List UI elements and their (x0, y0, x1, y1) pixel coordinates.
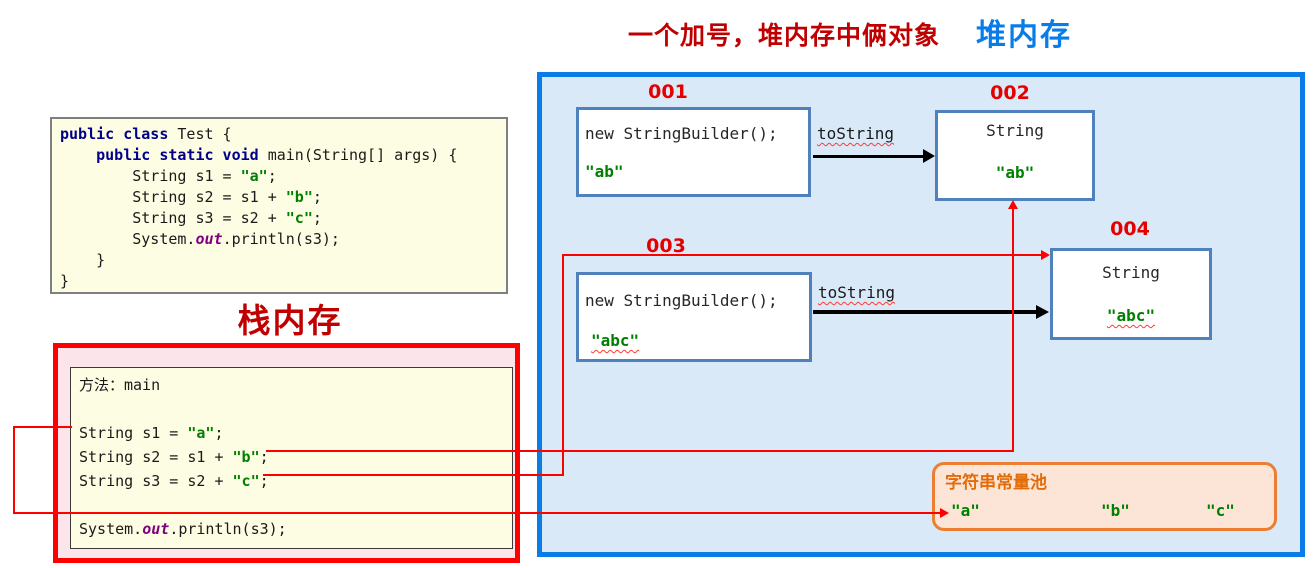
tostring-arrow-2-line (813, 310, 1037, 314)
code-line: String s1 = "a"; (79, 424, 224, 442)
object-002-type: String (986, 121, 1044, 140)
connector-to-pool-line (13, 512, 940, 514)
object-003-label: 003 (646, 235, 686, 257)
object-001-code: new StringBuilder(); (585, 124, 778, 143)
code-line: String s2 = s1 + "b"; (60, 188, 322, 206)
connector-s3-horizontal-low (263, 474, 564, 476)
java-source-code-block: public class Test { public static void m… (50, 117, 508, 294)
tostring-label-1: toString (817, 124, 895, 143)
pool-item-c: "c" (1206, 501, 1235, 520)
connector-s2-arrowhead (1008, 200, 1018, 209)
pool-item-a: "a" (951, 501, 980, 520)
code-line: } (60, 251, 106, 269)
object-002-value: "ab" (995, 163, 1035, 182)
code-line (79, 397, 512, 421)
code-line: String s3 = s2 + "c"; (79, 472, 269, 490)
heap-object-002-string: String "ab" (935, 110, 1095, 201)
string-constant-pool-title: 字符串常量池 (945, 473, 1047, 493)
stack-main-method-frame: 方法：main String s1 = "a"; String s2 = s1 +… (70, 367, 513, 549)
object-003-code: new StringBuilder(); (585, 291, 778, 310)
tostring-arrow-1-line (813, 155, 923, 158)
connector-s1-bracket-top (13, 426, 72, 428)
connector-s2-horizontal (266, 450, 1014, 452)
tostring-label-2: toString (818, 283, 896, 302)
code-line: String s2 = s1 + "b"; (79, 448, 269, 466)
code-line: } (60, 272, 70, 290)
object-003-value: "abc" (591, 331, 640, 350)
string-constant-pool: 字符串常量池 "a" "b" "c" (932, 462, 1277, 531)
main-title: 一个加号，堆内存中俩对象 (627, 21, 940, 50)
object-001-label: 001 (648, 81, 688, 103)
object-004-label: 004 (1110, 218, 1150, 240)
tostring-arrow-1-head (923, 149, 935, 163)
object-004-value: "abc" (1106, 306, 1156, 325)
code-line: String s1 = "a"; (60, 167, 277, 185)
connector-s1-bracket-vertical (13, 426, 15, 514)
code-line: 方法：main (79, 376, 161, 394)
heap-object-003-stringbuilder: new StringBuilder(); "abc" (576, 272, 812, 362)
object-001-value: "ab" (585, 162, 624, 181)
stack-memory-frame: 方法：main String s1 = "a"; String s2 = s1 +… (53, 343, 520, 563)
object-004-type: String (1102, 263, 1160, 282)
heap-memory-title: 堆内存 (976, 18, 1072, 53)
connector-s3-arrowhead (1041, 250, 1050, 260)
code-line: public static void main(String[] args) { (96, 146, 458, 164)
code-line: public class Test { (60, 125, 232, 143)
connector-to-pool-arrowhead (940, 508, 949, 518)
stack-memory-title: 栈内存 (237, 301, 343, 340)
object-002-label: 002 (990, 82, 1030, 104)
code-line: System.out.println(s3); (79, 520, 287, 538)
connector-s3-horizontal-high (562, 254, 1042, 256)
tostring-arrow-2-head (1036, 305, 1049, 319)
code-line: System.out.println(s3); (60, 230, 340, 248)
connector-s2-vertical (1012, 207, 1014, 452)
heap-object-004-string: String "abc" (1050, 248, 1212, 340)
pool-item-b: "b" (1101, 501, 1130, 520)
connector-s3-vertical (562, 254, 564, 476)
code-line: String s3 = s2 + "c"; (60, 209, 322, 227)
heap-object-001-stringbuilder: new StringBuilder(); "ab" (576, 107, 811, 197)
